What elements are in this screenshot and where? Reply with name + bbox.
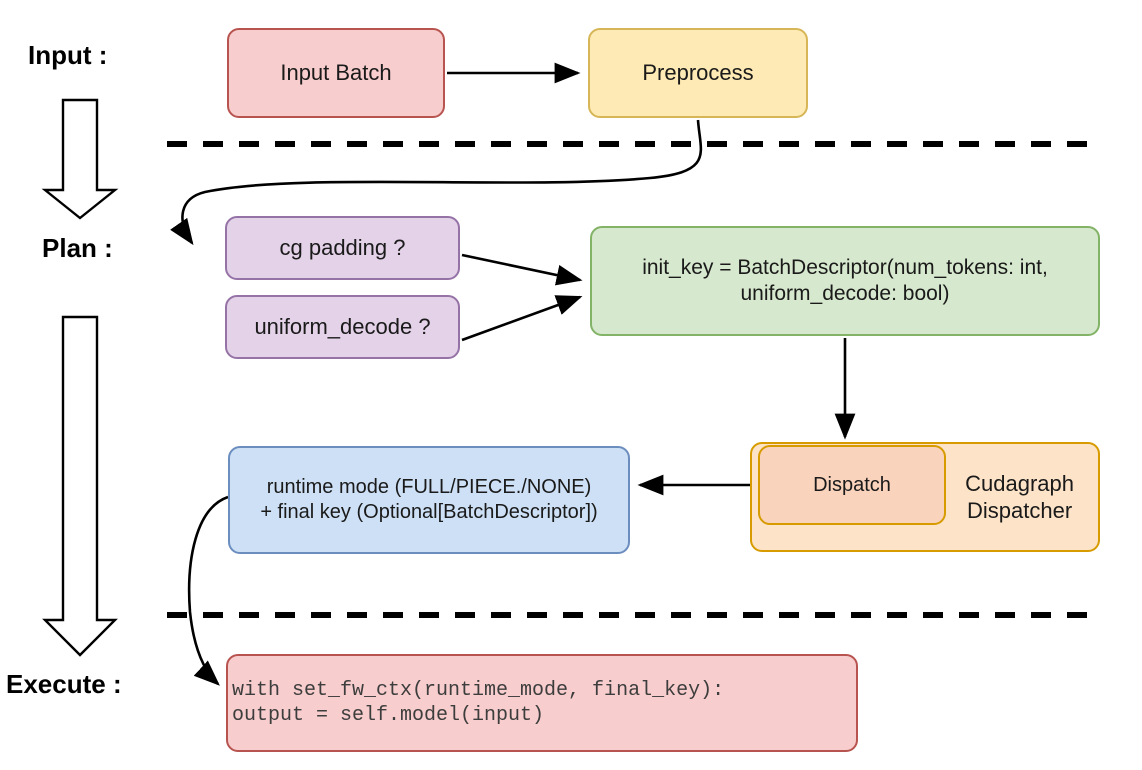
- node-cg-padding[interactable]: cg padding ?: [225, 216, 460, 280]
- edge-uniform-decode-to-init-key: [461, 295, 583, 342]
- stage-label-execute: Execute :: [6, 669, 122, 699]
- node-execute-code[interactable]: with set_fw_ctx(runtime_mode, final_key)…: [226, 654, 858, 752]
- node-runtime-mode[interactable]: runtime mode (FULL/PIECE./NONE) + final …: [228, 446, 630, 554]
- node-input-batch[interactable]: Input Batch: [227, 28, 445, 118]
- stage-label-input: Input :: [28, 40, 108, 70]
- edge-cg-padding-to-init-key: [461, 253, 583, 286]
- edge-runtime-mode-to-execute-code: [187, 495, 229, 686]
- input-to-plan-flow-arrow: [41, 98, 119, 220]
- node-uniform-decode[interactable]: uniform_decode ?: [225, 295, 460, 359]
- plan-to-execute-flow-arrow: [42, 315, 118, 657]
- node-dispatch[interactable]: Dispatch: [758, 445, 946, 525]
- stage-label-plan: Plan :: [42, 233, 113, 263]
- node-init-key[interactable]: init_key = BatchDescriptor(num_tokens: i…: [590, 226, 1100, 336]
- node-preprocess[interactable]: Preprocess: [588, 28, 808, 118]
